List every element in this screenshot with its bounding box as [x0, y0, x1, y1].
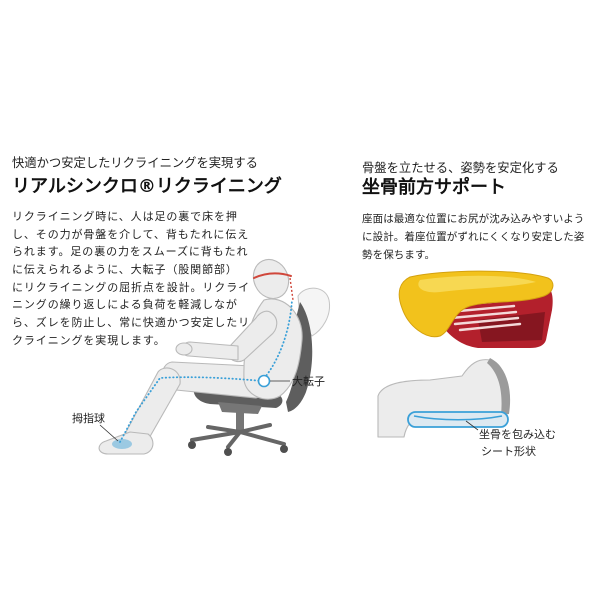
caster [224, 448, 232, 456]
caster [280, 445, 288, 453]
seat-shape-label-line2: シート形状 [481, 444, 536, 458]
recline-description-line: ニングの繰り返しによる負荷を軽減しなが [12, 298, 238, 312]
recline-description-line: し、その力が骨盤を介して、背もたれに伝え [12, 227, 250, 241]
head-alignment-dash [289, 277, 294, 301]
recline-description-line: クライニングを実現します。 [12, 333, 166, 347]
greater-trochanter-label: 大転子 [292, 374, 325, 388]
seat-cushion-highlight [418, 275, 536, 293]
gas-column [236, 410, 244, 432]
recline-description-line: に伝えられるように、大転子（股関節部） [12, 263, 238, 277]
recline-subtitle: 快適かつ安定したリクライニングを実現する [12, 156, 258, 170]
person-shin [125, 367, 181, 444]
person-hand [175, 342, 193, 356]
seat-slat [458, 322, 522, 332]
base-leg [226, 430, 242, 449]
seat-shape-curve [413, 415, 503, 421]
seat-description-line: に設計。着座位置がずれにくくなり安定した姿 [362, 231, 585, 243]
seat-slat [453, 316, 520, 326]
diagram-backrest [487, 358, 511, 415]
seat-shape-leader [465, 420, 479, 431]
person-head [252, 258, 290, 300]
person-foot [98, 431, 154, 455]
recline-description-line: られます。足の裏の力をスムーズに背もたれ [12, 245, 249, 259]
base-leg [238, 430, 286, 446]
head-alignment-line [253, 272, 292, 279]
seat-shape-label-line1: 坐骨を包み込む [479, 428, 556, 441]
ball-of-foot-label: 拇指球 [72, 411, 105, 425]
reclining-chair-illustration: 拇指球 大転子 [72, 258, 331, 456]
sitting-bone-diagram: 坐骨を包み込む シート形状 [377, 358, 556, 458]
recline-description-line: にリクライニングの屈折点を設計。リクライ [12, 280, 250, 294]
seat-title: 坐骨前方サポート [362, 177, 506, 198]
chair-base [188, 423, 288, 456]
ball-of-foot-leader [99, 424, 119, 442]
seat-cushion-illustration [398, 270, 554, 348]
recline-description: リクライニング時に、人は足の裏で床を押 し、その力が骨盤を介して、背もたれに伝え… [12, 208, 250, 350]
greater-trochanter-marker [257, 374, 271, 388]
recline-title: リアルシンクロ®リクライニング [12, 176, 282, 197]
caster [188, 441, 196, 449]
recline-description-line: ら、ズレを防止し、常に快適かつ安定したリ [12, 316, 250, 330]
base-leg [206, 425, 242, 434]
base-leg [190, 430, 242, 442]
seat-mechanism [218, 402, 262, 414]
seat-description-line: 座面は最適な位置にお尻が沈み込みやすいよう [362, 213, 585, 225]
ball-of-foot-highlight [112, 439, 132, 449]
seat-description: 座面は最適な位置にお尻が沈み込みやすいよう に設計。着座位置がずれにくくなり安定… [362, 210, 584, 264]
seat-description-line: 勢を保ちます。 [362, 249, 436, 261]
seat-slat [449, 310, 518, 320]
seat-subtitle: 骨盤を立たせる、姿勢を安定化する [362, 161, 559, 175]
base-leg [238, 423, 272, 434]
recline-description-line: リクライニング時に、人は足の裏で床を押 [12, 210, 238, 223]
seated-person [98, 258, 303, 455]
force-path-dots [119, 299, 293, 443]
